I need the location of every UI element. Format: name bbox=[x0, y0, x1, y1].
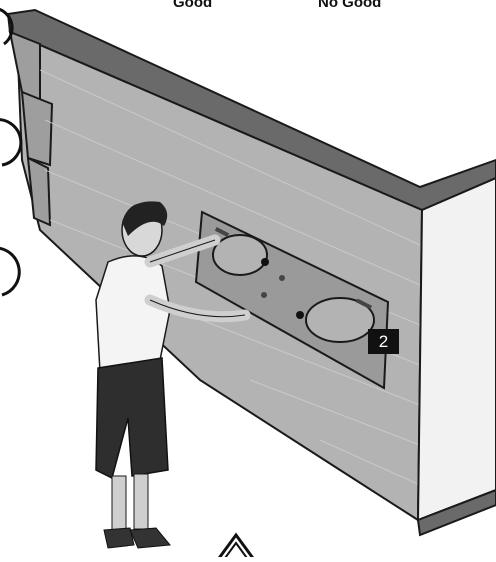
step-number-badge: 2 bbox=[368, 329, 399, 354]
wall-side bbox=[418, 178, 496, 520]
label-no-good: No Good bbox=[318, 0, 381, 11]
label-good: Good bbox=[173, 0, 212, 11]
warning-triangle-icon bbox=[214, 535, 258, 557]
